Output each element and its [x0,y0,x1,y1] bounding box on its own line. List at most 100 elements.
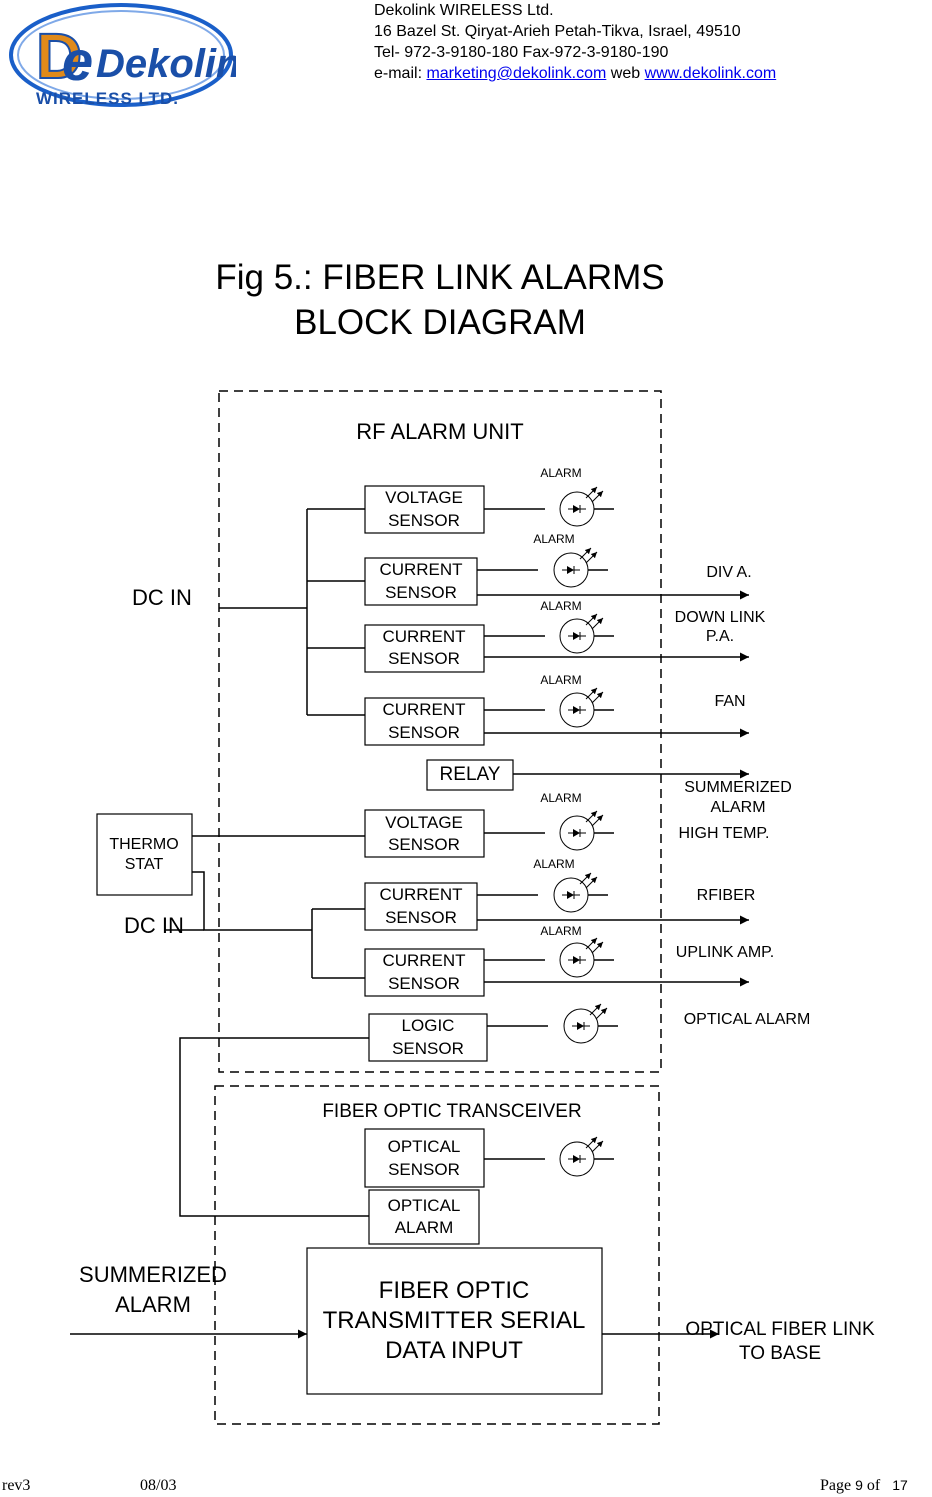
dc-bus-2 [165,835,369,1217]
logo-wordmark: Dekolink [96,42,236,86]
footer-date: 08/03 [140,1477,177,1494]
dc-bus-1 [219,508,365,716]
dc-in-label-1: DC IN [132,585,192,610]
current-sensor-4 [364,882,478,931]
current-sensor-5 [364,948,485,997]
fiber-optic-transmitter [306,1247,603,1395]
footer-page: Page 9 of 17 [820,1477,908,1495]
voltage-sensor-1-label: VOLTAGE [385,488,463,507]
relay-box [426,759,514,791]
logic-sensor [368,1013,488,1062]
email-link[interactable]: marketing@dekolink.com [426,65,607,82]
optical-alarm-label2: ALARM [395,1218,454,1237]
optical-sensor-label2: SENSOR [388,1160,460,1179]
web-label: web [606,65,645,82]
logo-subtitle: WIRELESS LTD. [36,89,179,108]
current-sensor-3 [364,697,485,746]
alarm-label-4: ALARM [540,673,581,687]
dc-in-label-2: DC IN [124,913,184,938]
voltage-sensor-2-label2: SENSOR [388,835,460,854]
alarm-led-9 [560,1137,603,1176]
alarm-led-3 [560,614,603,653]
alarm-led-2 [554,548,597,587]
page-total: 17 [892,1477,908,1493]
output-high-temp: HIGH TEMP. [679,825,770,842]
email-label: e-mail: [374,65,427,82]
logic-sensor-label: LOGIC [402,1016,455,1035]
company-phone: Tel- 972-3-9180-180 Fax-972-3-9180-190 [374,44,669,61]
company-contact: e-mail: marketing@dekolink.com web www.d… [374,63,776,84]
svg-text:e: e [62,29,93,92]
footer-rev: rev3 [2,1477,31,1494]
alarm-label-7: ALARM [540,924,581,938]
alarm-led-6 [554,873,597,912]
output-arrows [70,590,749,1339]
thermostat-label2: STAT [125,856,164,873]
logic-sensor-label2: SENSOR [392,1039,464,1058]
current-sensor-5-label: CURRENT [382,951,465,970]
current-sensor-2 [364,624,485,673]
output-div-a: DIV A. [706,564,751,581]
output-fiber-link-2: TO BASE [739,1343,821,1364]
alarm-led-5 [560,811,603,850]
page-label: Page [820,1477,852,1494]
voltage-sensor-1-label2: SENSOR [388,511,460,530]
current-sensor-1-label: CURRENT [379,560,462,579]
fiber-transceiver-frame [214,1085,660,1425]
company-address: 16 Bazel St. Qiryat-Arieh Petah-Tikva, I… [374,23,741,40]
transmitter-label: FIBER OPTIC [379,1277,530,1304]
output-summerized-alarm-2: ALARM [710,799,765,816]
rf-alarm-unit-frame [218,390,662,1073]
optical-alarm-label: OPTICAL [388,1196,461,1215]
current-sensor-3-label: CURRENT [382,700,465,719]
relay-label: RELAY [440,764,501,785]
alarm-led-8 [564,1004,607,1043]
output-summerized-alarm: SUMMERIZED [684,779,792,796]
alarm-led-1 [560,487,603,526]
alarm-label-5: ALARM [540,791,581,805]
output-optical-alarm: OPTICAL ALARM [684,1011,811,1028]
rf-alarm-unit-label: RF ALARM UNIT [356,419,523,444]
current-sensor-2-label: CURRENT [382,627,465,646]
thermostat-label: THERMO [109,836,178,853]
alarm-label-3: ALARM [540,599,581,613]
alarm-label-1: ALARM [540,466,581,480]
output-fiber-link: OPTICAL FIBER LINK [685,1319,875,1340]
output-rfiber: RFIBER [697,887,756,904]
svg-text:D: D [36,20,82,92]
dekolink-logo: D e Dekolink WIRELESS LTD. [9,3,236,108]
page-number: 9 [855,1477,863,1493]
web-link[interactable]: www.dekolink.com [644,65,777,82]
output-uplink-amp: UPLINK AMP. [676,944,774,961]
figure-title-line2: BLOCK DIAGRAM [294,303,586,342]
output-down-link-2: P.A. [706,628,734,645]
optical-sensor-label: OPTICAL [388,1137,461,1156]
transmitter-label3: DATA INPUT [385,1337,523,1364]
current-sensor-5-label2: SENSOR [388,974,460,993]
voltage-sensor-1 [364,485,485,534]
current-sensor-4-label2: SENSOR [385,908,457,927]
voltage-sensor-2 [364,809,485,858]
current-sensor-2-label2: SENSOR [388,649,460,668]
optical-sensor [364,1128,485,1188]
alarm-led-4 [560,688,603,727]
voltage-sensor-2-label: VOLTAGE [385,813,463,832]
fiber-transceiver-label: FIBER OPTIC TRANSCEIVER [322,1101,581,1122]
page-of: of [866,1477,881,1494]
current-sensor-4-label: CURRENT [379,885,462,904]
current-sensor-1 [364,557,478,606]
alarm-label-6: ALARM [533,857,574,871]
sensor-led-wires [477,508,618,1160]
summerized-input-label: SUMMERIZED [79,1262,227,1287]
transmitter-label2: TRANSMITTER SERIAL [323,1307,586,1334]
figure-title-line1: Fig 5.: FIBER LINK ALARMS [215,258,665,297]
company-name: Dekolink WIRELESS Ltd. [374,2,554,19]
current-sensor-1-label2: SENSOR [385,583,457,602]
current-sensor-3-label2: SENSOR [388,723,460,742]
thermostat-box [96,813,193,896]
output-fan: FAN [714,693,745,710]
alarm-led-7 [560,938,603,977]
optical-alarm-box [368,1189,480,1245]
output-down-link: DOWN LINK [675,609,766,626]
